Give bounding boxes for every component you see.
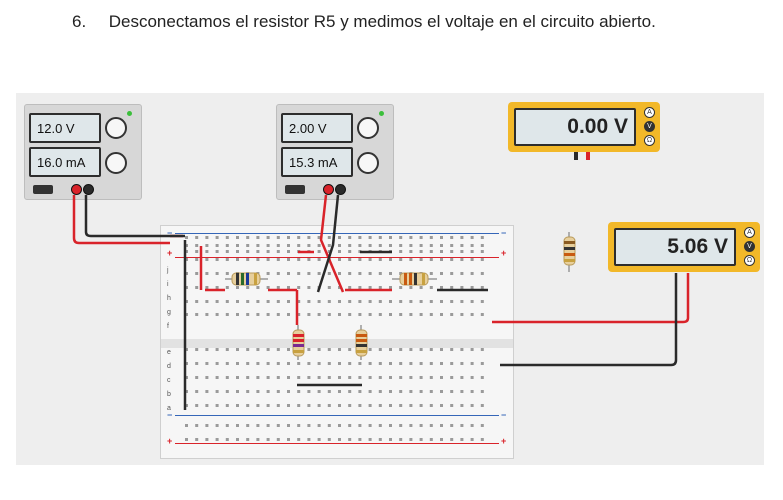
step-number: 6. xyxy=(72,12,87,31)
multimeter1-mode-volts[interactable]: V xyxy=(644,121,655,132)
psu1-voltage: 12.0 V xyxy=(37,120,75,136)
multimeter2-mode-ohms[interactable]: Ω xyxy=(744,255,755,266)
psu1-negative-terminal[interactable] xyxy=(83,184,94,195)
psu1-positive-terminal[interactable] xyxy=(71,184,82,195)
row-label-g: g xyxy=(167,309,171,316)
psu2-led xyxy=(379,111,384,116)
row-label-c: c xyxy=(167,377,171,384)
bottom-rail-plus-label-right: + xyxy=(501,436,507,446)
top-rail-red-line xyxy=(175,257,499,258)
multimeter-1[interactable]: 0.00 V A V Ω xyxy=(508,102,660,152)
psu1-voltage-display: 12.0 V xyxy=(29,113,101,143)
row-label-h: h xyxy=(167,295,171,302)
row-label-i: i xyxy=(167,281,169,288)
row-label-e: e xyxy=(167,349,171,356)
psu2-current-knob[interactable] xyxy=(357,152,379,174)
row-label-d: d xyxy=(167,363,171,370)
row-label-j: j xyxy=(167,267,169,274)
psu2-voltage-display: 2.00 V xyxy=(281,113,353,143)
instruction-heading: 6. Desconectamos el resistor R5 y medimo… xyxy=(72,12,656,32)
multimeter1-display: 0.00 V xyxy=(514,108,636,146)
step-text: Desconectamos el resistor R5 y medimos e… xyxy=(108,12,656,31)
top-rail-blue-line xyxy=(175,233,499,234)
multimeter1-mode-amps[interactable]: A xyxy=(644,107,655,118)
multimeter2-mode-volts[interactable]: V xyxy=(744,241,755,252)
breadboard[interactable]: − + − + − + − + j i h g f e d c b a xyxy=(160,225,514,459)
psu2-negative-terminal[interactable] xyxy=(335,184,346,195)
psu1-current-knob[interactable] xyxy=(105,152,127,174)
psu2-voltage: 2.00 V xyxy=(289,120,327,136)
multimeter1-reading: 0.00 V xyxy=(567,115,628,138)
multimeter2-mode-amps[interactable]: A xyxy=(744,227,755,238)
bottom-rail-plus-label: + xyxy=(167,436,173,446)
top-rail-minus-label-right: − xyxy=(501,228,507,238)
power-supply-1[interactable]: 12.0 V 16.0 mA xyxy=(24,104,142,200)
multimeter-2[interactable]: 5.06 V A V Ω xyxy=(608,222,760,272)
center-trench xyxy=(161,339,513,348)
psu2-current-display: 15.3 mA xyxy=(281,147,353,177)
bottom-rail-blue-line xyxy=(175,415,499,416)
top-rail-plus-label: + xyxy=(167,248,173,258)
bottom-rail-red-line xyxy=(175,443,499,444)
psu2-power-switch[interactable] xyxy=(285,185,305,194)
multimeter2-reading: 5.06 V xyxy=(667,235,728,258)
multimeter2-display: 5.06 V xyxy=(614,228,736,266)
bottom-rail-minus-label-right: − xyxy=(501,410,507,420)
row-label-a: a xyxy=(167,405,171,412)
multimeter1-mode-ohms[interactable]: Ω xyxy=(644,135,655,146)
psu1-led xyxy=(127,111,132,116)
psu2-voltage-knob[interactable] xyxy=(357,117,379,139)
psu2-positive-terminal[interactable] xyxy=(323,184,334,195)
top-rail-minus-label: − xyxy=(167,228,173,238)
psu2-current: 15.3 mA xyxy=(289,154,338,170)
power-supply-2[interactable]: 2.00 V 15.3 mA xyxy=(276,104,394,200)
top-rail-plus-label-right: + xyxy=(501,248,507,258)
psu1-voltage-knob[interactable] xyxy=(105,117,127,139)
row-label-b: b xyxy=(167,391,171,398)
psu1-current: 16.0 mA xyxy=(37,154,86,170)
bottom-rail-minus-label: − xyxy=(167,410,173,420)
psu1-power-switch[interactable] xyxy=(33,185,53,194)
psu1-current-display: 16.0 mA xyxy=(29,147,101,177)
row-label-f: f xyxy=(167,323,169,330)
